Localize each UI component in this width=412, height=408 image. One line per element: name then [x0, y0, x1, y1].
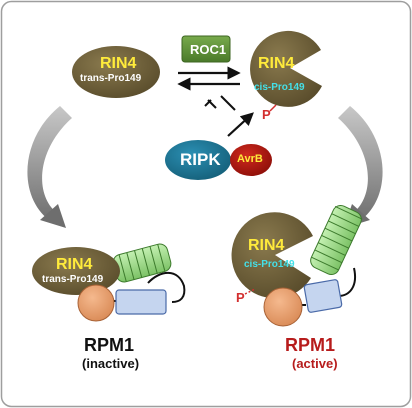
coil-domain-right: [310, 204, 363, 276]
rin4-cis-bottom-subtitle: cis-Pro149: [244, 259, 295, 270]
phospho-mark-top: P: [262, 107, 271, 122]
rin4-cis-top: [250, 30, 322, 107]
coil-domain-left: [112, 243, 172, 283]
rpm1-inactive-complex: [32, 243, 186, 322]
rpm1-inactive-name: RPM1: [84, 335, 135, 355]
avrb-ellipse: [230, 144, 272, 176]
ripk-ellipse: [165, 140, 231, 180]
rin4-cis-bottom-title: RIN4: [248, 237, 285, 254]
rin4-cis-top-subtitle: cis-Pro149: [254, 82, 305, 93]
rpm1-active-name: RPM1: [285, 335, 336, 355]
left-curved-arrow: [27, 106, 72, 228]
avrb-label: AvrB: [237, 153, 263, 165]
roc1-box: [181, 35, 231, 63]
rin4-trans-bottom-subtitle: trans-Pro149: [42, 274, 104, 285]
phospho-mark-bottom: P: [236, 290, 245, 305]
rin4-trans-top: [72, 46, 160, 98]
rin4-trans-bottom-title: RIN4: [56, 256, 93, 273]
ripk-activation-arrow: [227, 112, 254, 137]
ripk-label: RIPK: [180, 150, 221, 169]
rin4-trans-top-title: RIN4: [100, 55, 137, 72]
rin4-trans-top-subtitle: trans-Pro149: [80, 73, 142, 84]
inhibition-symbols: [204, 95, 236, 111]
rpm1-inactive-state: (inactive): [82, 356, 140, 371]
rin4-cis-top-title: RIN4: [258, 55, 295, 72]
equilibrium-arrows: [177, 66, 241, 91]
roc1-label: ROC1: [190, 42, 227, 57]
rpm1-active-complex: [231, 204, 363, 327]
rpm1-active-state: (active): [292, 356, 338, 371]
